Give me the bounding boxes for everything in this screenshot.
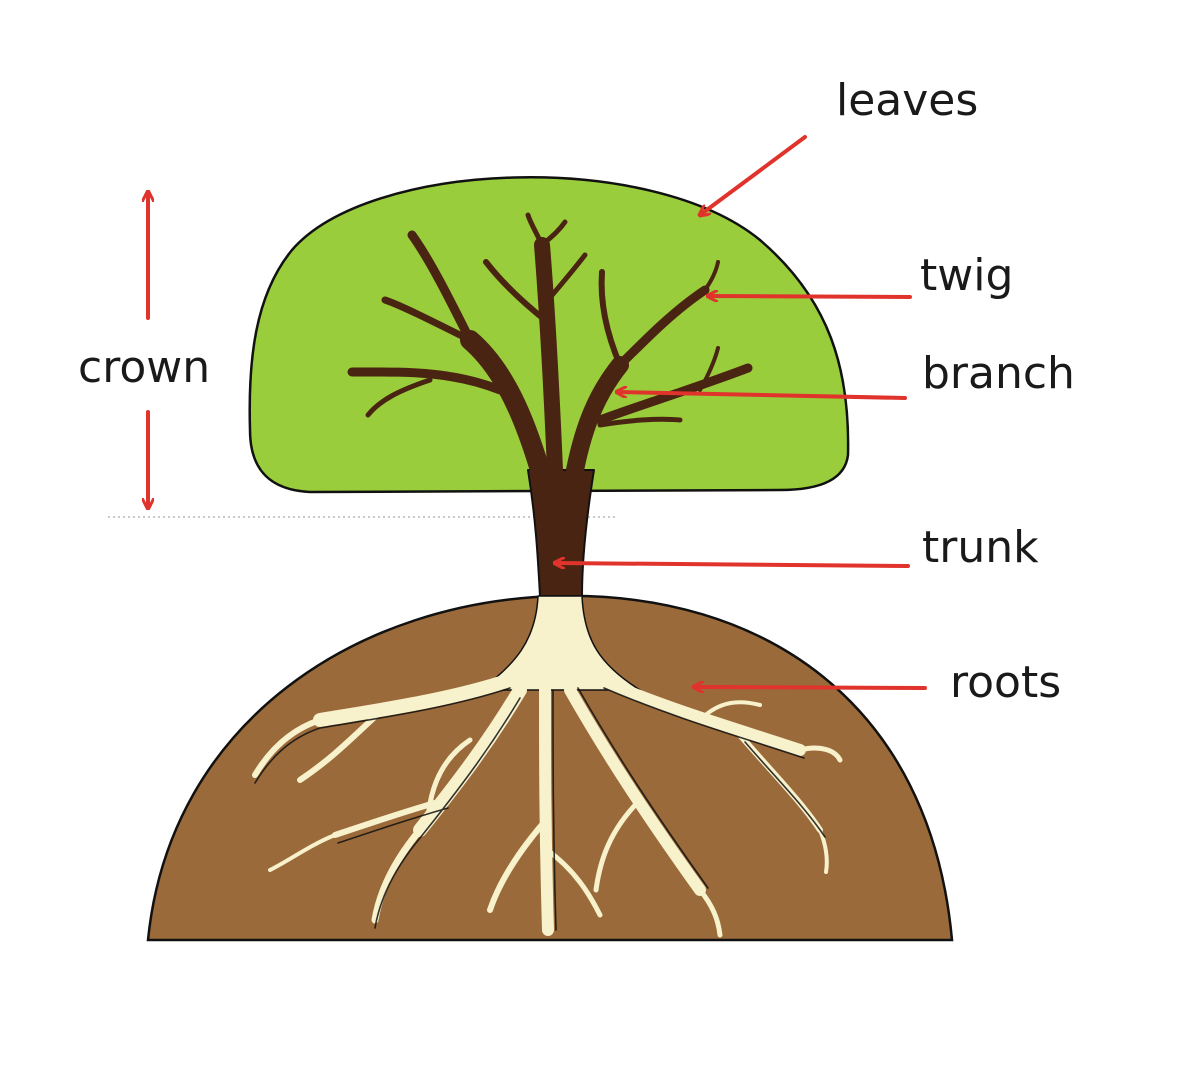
twig-arrow xyxy=(708,296,912,297)
root-system xyxy=(252,595,843,938)
leaves-arrow xyxy=(700,135,807,215)
branch-arrow xyxy=(617,392,907,400)
roots-arrow xyxy=(694,687,927,688)
trunk-arrow xyxy=(555,563,910,566)
label-crown: crown xyxy=(78,342,210,393)
label-leaves: leaves xyxy=(836,75,978,126)
tree-wood xyxy=(347,212,753,597)
trunk-shape xyxy=(527,469,595,597)
label-branch: branch xyxy=(922,348,1075,399)
label-arrows xyxy=(148,135,927,688)
label-roots: roots xyxy=(950,657,1061,708)
label-twig: twig xyxy=(920,250,1013,301)
label-trunk: trunk xyxy=(922,522,1039,573)
